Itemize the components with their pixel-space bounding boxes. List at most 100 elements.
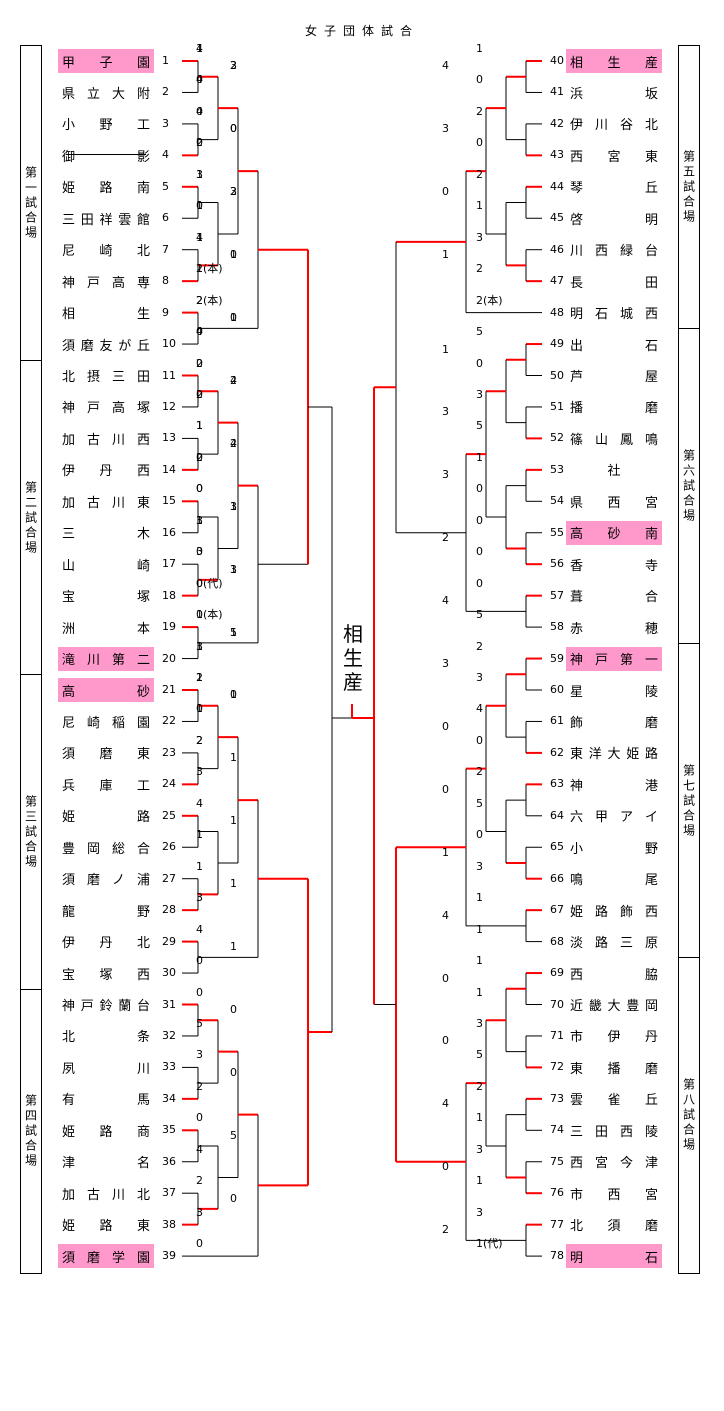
team-number: 8 xyxy=(162,274,169,288)
team-number: 15 xyxy=(162,494,176,508)
team-name-char: 川 xyxy=(111,432,125,448)
champion-char: 産 xyxy=(343,670,363,694)
match-score: 3 xyxy=(476,1142,483,1156)
team-entry: 六甲アイ xyxy=(566,804,662,828)
team-entry: 飾磨 xyxy=(566,709,662,733)
team-name-char: 田 xyxy=(594,1124,608,1140)
team-name-char: 丹 xyxy=(644,1030,658,1046)
match-score: 3 xyxy=(196,639,203,653)
team-name-char: 摂 xyxy=(86,370,100,385)
team-number: 77 xyxy=(550,1217,564,1231)
team-entry: 近畿大豊岡 xyxy=(566,993,662,1017)
team-number: 18 xyxy=(162,588,176,602)
team-entry: 有馬 xyxy=(58,1087,154,1111)
team-entry: 東洋大姫路 xyxy=(566,741,662,765)
team-name-char: 西 xyxy=(136,464,150,480)
team-name-char: 洲 xyxy=(62,621,76,637)
match-score: 3 xyxy=(476,859,483,873)
team-number: 46 xyxy=(550,242,564,256)
team-entry: 出石 xyxy=(566,332,662,356)
team-entry: 星陵 xyxy=(566,678,662,702)
team-entry: 姫路商 xyxy=(58,1118,154,1142)
team-name-char: 西 xyxy=(570,1156,584,1172)
team-name-char: 鳴 xyxy=(570,873,584,889)
team-name-char: 丘 xyxy=(644,1093,658,1109)
match-score: 4 xyxy=(442,594,449,608)
team-name-char: 六 xyxy=(570,810,584,826)
team-entry: 西宮東 xyxy=(566,143,662,167)
team-name-char: 砂 xyxy=(607,527,621,543)
team-number: 53 xyxy=(550,462,564,476)
team-name-char: 相 xyxy=(62,307,76,323)
team-name-char: 啓 xyxy=(570,212,584,228)
team-entry: 川西緑台 xyxy=(566,238,662,262)
team-entry: 香寺 xyxy=(566,552,662,576)
match-score: 1 xyxy=(196,828,203,842)
team-name-char: 畿 xyxy=(588,999,602,1014)
team-name-char: 甲 xyxy=(62,55,76,71)
team-number: 30 xyxy=(162,966,176,980)
match-score: 3 xyxy=(476,230,483,244)
team-entry: 龍野 xyxy=(58,898,154,922)
team-entry: 三田祥雲館 xyxy=(58,206,154,230)
team-name-char: 甲 xyxy=(594,810,608,826)
match-score: 0 xyxy=(442,719,449,733)
team-name-char: 兵 xyxy=(62,778,76,794)
team-entry: 明石 xyxy=(566,1244,662,1269)
match-score: 2 xyxy=(196,671,203,684)
match-score: 2 xyxy=(196,387,203,401)
team-name-char: 宮 xyxy=(644,495,658,511)
match-score: 2 xyxy=(196,136,203,150)
team-name-char: 須 xyxy=(607,1219,621,1235)
team-name-char: 磨 xyxy=(86,1250,100,1266)
match-score: 0 xyxy=(230,248,237,262)
team-entry: 浜坂 xyxy=(566,80,662,104)
match-score: 1 xyxy=(196,262,203,276)
match-score: 1 xyxy=(196,167,203,181)
match-score: 0 xyxy=(442,1034,449,1048)
match-score: 1 xyxy=(476,199,483,213)
match-score: 4 xyxy=(196,230,203,244)
match-score: 2 xyxy=(196,733,203,747)
team-number: 38 xyxy=(162,1217,176,1231)
team-entry: 赤穂 xyxy=(566,615,662,639)
team-name-char: 三 xyxy=(62,527,76,543)
team-number: 32 xyxy=(162,1028,176,1042)
team-name-char: 尾 xyxy=(644,873,658,889)
match-score: 5 xyxy=(476,325,483,339)
match-score: 2 xyxy=(196,356,203,370)
team-entry: 神戸鈴蘭台 xyxy=(58,993,154,1017)
team-name-char: 伊 xyxy=(570,118,584,134)
team-name-char: 宮 xyxy=(644,1187,658,1203)
team-name-char: 附 xyxy=(136,86,150,102)
team-number: 71 xyxy=(550,1028,564,1042)
match-score: 4 xyxy=(230,373,237,387)
match-score: 3 xyxy=(476,671,483,684)
match-score: 5 xyxy=(476,796,483,810)
team-name-char: 姫 xyxy=(62,1124,76,1140)
team-name-char: 明 xyxy=(570,307,584,323)
team-name-char: 丘 xyxy=(136,338,150,354)
team-name-char: 緑 xyxy=(619,244,633,260)
page-title: 女子団体試合 xyxy=(304,24,419,38)
team-entry: 雲雀丘 xyxy=(566,1087,662,1111)
match-score: 1 xyxy=(196,859,203,873)
team-name-char: 石 xyxy=(594,307,608,323)
team-number: 4 xyxy=(162,148,169,162)
team-name-char: 西 xyxy=(619,1124,633,1140)
team-name-char: 崎 xyxy=(99,244,113,260)
team-name-char: 加 xyxy=(62,495,76,511)
team-number: 65 xyxy=(550,840,564,854)
team-name-char: 有 xyxy=(62,1093,76,1109)
team-name-char: 工 xyxy=(136,118,150,134)
match-score: 0 xyxy=(230,311,237,325)
team-name-char: 稲 xyxy=(111,715,125,731)
team-name-char: 飾 xyxy=(619,904,633,920)
team-name-char: 龍 xyxy=(62,904,76,920)
team-entry: 相生産 xyxy=(566,49,662,73)
team-name-char: 東 xyxy=(136,495,150,511)
team-number: 70 xyxy=(550,997,564,1011)
team-name-char: 園 xyxy=(136,55,150,71)
team-name-char: 専 xyxy=(136,275,150,291)
team-name-char: 祥 xyxy=(99,212,113,228)
